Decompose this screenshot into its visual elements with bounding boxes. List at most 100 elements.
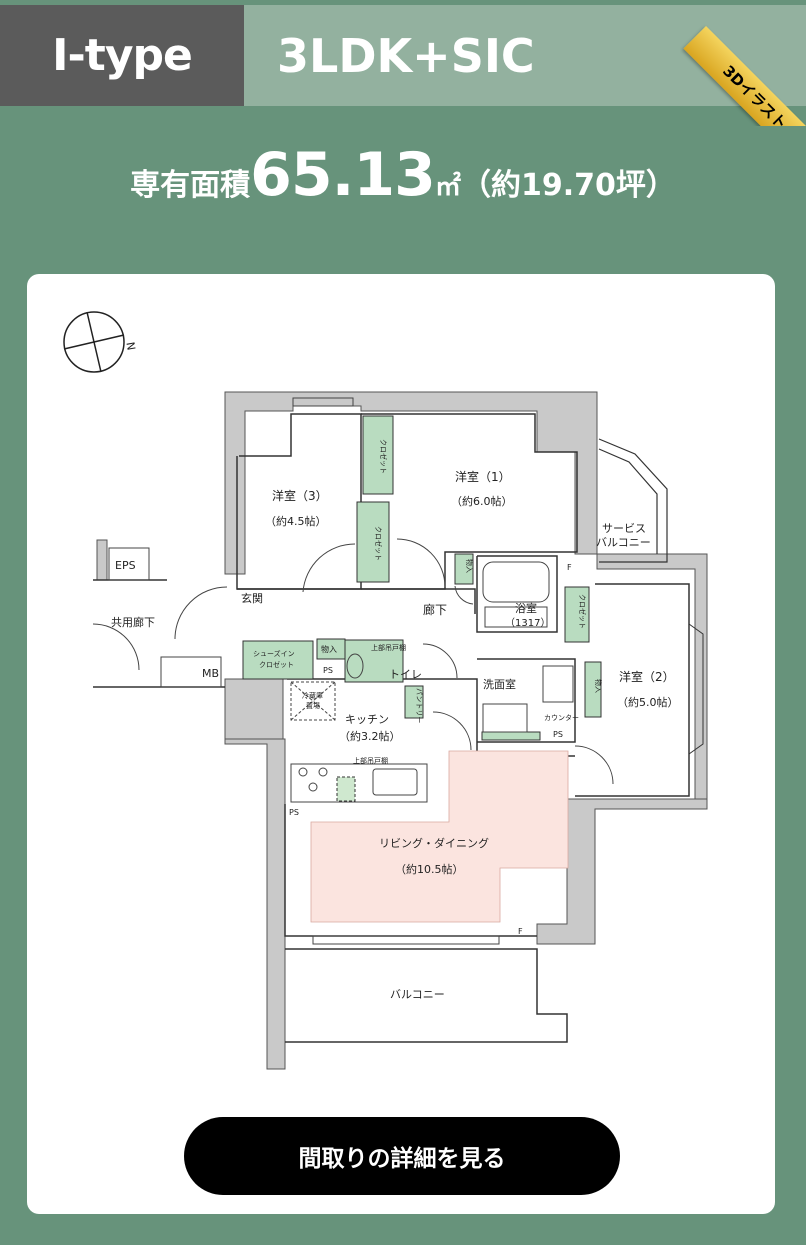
label-service-balcony-1: サービス [602, 522, 646, 535]
bay-window-lines [688, 623, 704, 755]
label-fridge-2: 置場 [306, 701, 320, 710]
plan-label: 3LDK+SIC [277, 28, 535, 83]
type-label: I-type [52, 30, 193, 81]
label-western2-size: （約5.0帖） [617, 695, 679, 709]
label-common-corridor: 共用廊下 [111, 615, 155, 629]
pantry [404, 685, 424, 719]
wall-outer-southeast [536, 798, 708, 945]
label-balcony: バルコニー [390, 988, 445, 1001]
area-label: 専有面積 [130, 168, 251, 203]
type-badge: I-type [0, 5, 244, 106]
label-storage-western2: 物入 [594, 679, 603, 693]
label-living-size: （約10.5帖） [395, 862, 464, 876]
label-pantry: パントリー [415, 688, 423, 723]
label-western2: 洋室（2） [619, 669, 675, 684]
label-closet-western2: クロゼット [578, 594, 587, 629]
label-f-balcony: F [518, 927, 523, 936]
room-western2-outline [575, 583, 690, 797]
label-eps: EPS [115, 559, 136, 572]
shoes-in-closet [242, 640, 314, 680]
door-common-corridor [92, 623, 140, 671]
area-unit: ㎡ [434, 172, 461, 202]
storage-hall [454, 553, 474, 585]
compass-line-ew [63, 334, 125, 350]
label-washroom: 洗面室 [483, 677, 516, 691]
door-western3 [302, 543, 356, 593]
header: I-type 3LDK+SIC 3Dイラスト [0, 0, 806, 126]
storage-western2 [584, 661, 602, 718]
label-kitchen: キッチン [345, 713, 389, 726]
eps-box [108, 547, 150, 581]
stove-burner-3 [308, 782, 318, 792]
service-balcony-rail [598, 438, 668, 563]
label-service-balcony-2: バルコニー [596, 536, 651, 549]
label-kitchen-size: （約3.2帖） [339, 729, 401, 743]
closets [242, 415, 602, 802]
living-dining-area [310, 750, 569, 923]
walls [96, 391, 708, 1070]
3d-illustration-ribbon[interactable]: 3Dイラスト [680, 0, 806, 126]
label-f-bath: F [567, 563, 572, 572]
kitchen-outline [287, 678, 575, 757]
hall-outline [237, 588, 476, 614]
wash-outline [477, 658, 576, 743]
mb-box [160, 656, 222, 688]
door-toilet [422, 643, 458, 679]
closet-western1 [362, 415, 394, 495]
label-bath-size: （1317） [505, 617, 550, 629]
plan-detail-button[interactable]: 間取りの詳細を見る [184, 1117, 620, 1195]
label-living: リビング・ダイニング [379, 836, 489, 850]
label-hallway: 廊下 [423, 602, 447, 617]
bathtub [482, 561, 550, 603]
bath-outline [476, 555, 558, 633]
wall-outer-west-lower [224, 738, 286, 1070]
label-toilet-upper-cabinet: 上部吊戸棚 [371, 643, 406, 652]
service-balcony-rail-inner [598, 448, 658, 554]
floorplan-card: N [27, 274, 775, 1214]
washing-machine [482, 703, 528, 733]
compass-circle [63, 311, 125, 373]
wall-outer-west [224, 678, 284, 740]
label-fridge-1: 冷蔵庫 [302, 691, 323, 700]
toilet-bowl [346, 653, 364, 679]
kitchen-counter [290, 763, 428, 803]
label-ps-toilet: PS [323, 666, 333, 675]
label-closet-western1: クロゼット [379, 439, 388, 474]
label-ps-kitchen: PS [289, 808, 299, 817]
plan-detail-button-label[interactable]: 間取りの詳細を見る [298, 1146, 506, 1172]
label-western1: 洋室（1） [455, 469, 511, 484]
kitchen-upper-cabinet [336, 776, 356, 802]
room-lines [93, 413, 690, 1043]
label-bath: 浴室 [515, 601, 537, 615]
area-summary: 専有面積65.13㎡（約19.70坪） [0, 140, 806, 220]
label-kitchen-upper-cabinet: 上部吊戸棚 [353, 756, 388, 765]
room-labels: 洋室（3） （約4.5帖） 洋室（1） （約6.0帖） 洋室（2） （約5.0帖… [111, 439, 679, 1001]
door-western2 [574, 745, 614, 785]
closet-western3 [356, 501, 390, 583]
area-value: 65.13 [250, 140, 436, 210]
window-top [292, 397, 354, 407]
wash-counter-shelf [481, 731, 541, 741]
toilet-cabinet [344, 639, 404, 683]
kitchen-sink [372, 768, 418, 796]
door-entrance [174, 586, 228, 640]
label-ps-wash: PS [553, 730, 563, 739]
floorplan-diagram: N [63, 311, 708, 1070]
door-western1 [396, 538, 446, 588]
door-kitchen [432, 711, 472, 751]
area-tsubo: （約19.70坪） [460, 168, 676, 203]
fridge-cross-2 [290, 681, 336, 721]
label-western3: 洋室（3） [272, 488, 328, 503]
label-storage-entrance: 物入 [321, 644, 337, 654]
label-western1-size: （約6.0帖） [451, 494, 513, 508]
ribbon-label[interactable]: 3Dイラスト [683, 26, 806, 126]
wall-stub-left [96, 539, 108, 581]
label-western3-size: （約4.5帖） [265, 514, 327, 528]
service-balcony [598, 438, 668, 563]
label-shoes-in-closet-2: クロゼット [259, 660, 294, 669]
label-entrance: 玄関 [241, 591, 263, 605]
label-closet-western3: クロゼット [374, 526, 383, 561]
window-balcony [312, 935, 500, 945]
doors [92, 538, 614, 785]
washbasin [542, 665, 574, 703]
